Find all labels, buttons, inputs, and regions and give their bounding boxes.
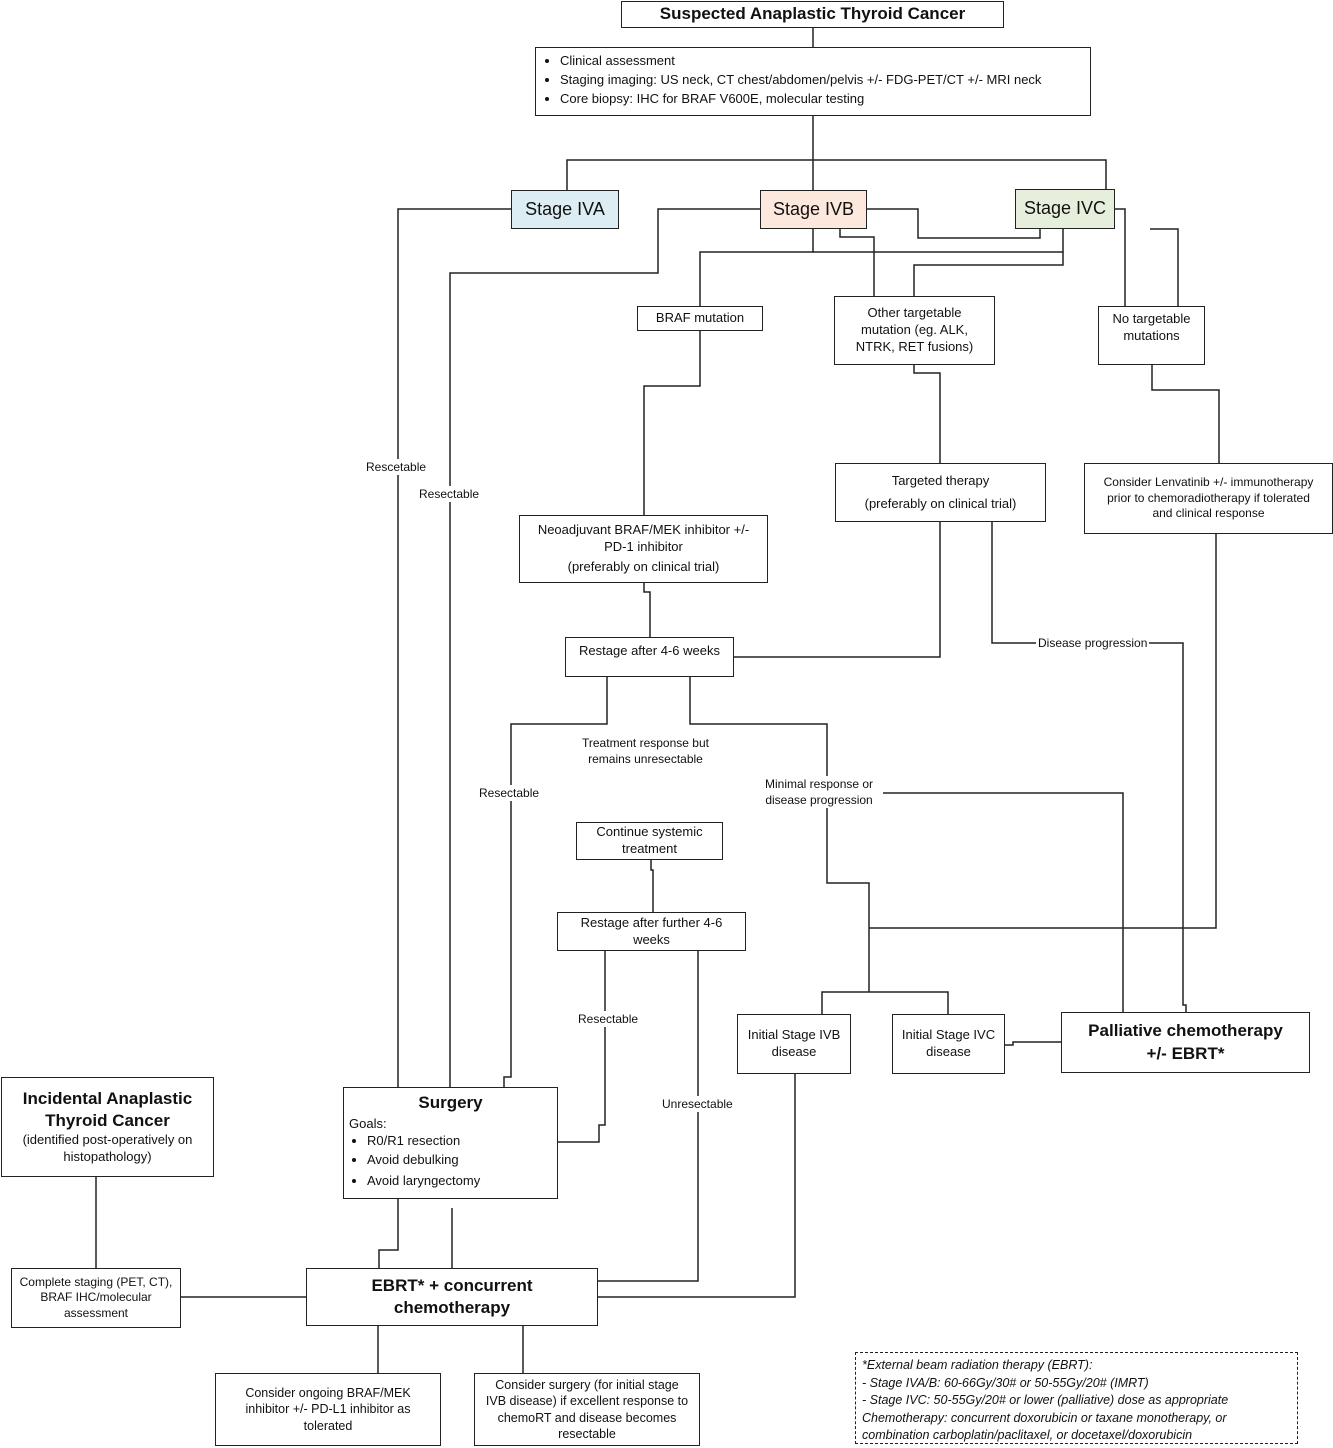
neoadjuvant-line: PD-1 inhibitor <box>604 538 683 554</box>
label-resectable-restage: Resectable <box>477 785 542 802</box>
lenvatinib-line: and clinical response <box>1152 506 1265 521</box>
consider-surgery-line: chemoRT and disease becomes <box>497 1410 677 1425</box>
restage-box: Restage after 4-6 weeks <box>565 637 734 677</box>
ebrt-box: EBRT* + concurrent chemotherapy <box>306 1268 598 1326</box>
incidental-subtitle-line: (identified post-operatively on <box>22 1132 193 1148</box>
braf-mutation-box: BRAF mutation <box>637 306 763 331</box>
label-minimal-response: Minimal response or disease progression <box>763 776 876 809</box>
surgery-goals-label: Goals: <box>349 1116 387 1132</box>
palliative-line: Palliative chemotherapy <box>1088 1021 1283 1041</box>
label-disease-progression: Disease progression <box>1036 635 1150 652</box>
no-mutation-line: No targetable <box>1112 311 1191 326</box>
no-mutation-line: mutations <box>1123 327 1180 343</box>
footnote-line: *External beam radiation therapy (EBRT): <box>862 1358 1093 1372</box>
continue-treatment-box: Continue systemic treatment <box>576 822 723 860</box>
initial-ivc-line: disease <box>926 1044 971 1059</box>
complete-staging-line: Complete staging (PET, CT), <box>19 1274 173 1289</box>
assessment-box: Clinical assessment Staging imaging: US … <box>535 47 1091 116</box>
incidental-title-line: Thyroid Cancer <box>45 1111 170 1131</box>
incidental-box: Incidental Anaplastic Thyroid Cancer (id… <box>1 1077 214 1177</box>
label-minimal-response-line: disease progression <box>765 793 873 808</box>
other-mutation-box: Other targetable mutation (eg. ALK, NTRK… <box>834 296 995 365</box>
continue-treatment-line: treatment <box>622 841 677 856</box>
consider-braf-line: inhibitor +/- PD-L1 inhibitor as <box>245 1402 411 1417</box>
restage-further-box: Restage after further 4-6 weeks <box>557 912 746 951</box>
stage-ivb-label: Stage IVB <box>772 198 855 219</box>
neoadjuvant-line: Neoadjuvant BRAF/MEK inhibitor +/- <box>537 521 750 537</box>
label-response-unresectable-line: Treatment response but <box>582 736 709 750</box>
complete-staging-line: assessment <box>63 1305 129 1320</box>
consider-braf-box: Consider ongoing BRAF/MEK inhibitor +/- … <box>215 1373 441 1446</box>
initial-ivb-line: Initial Stage IVB <box>747 1027 841 1043</box>
stage-ivb-box: Stage IVB <box>760 190 867 229</box>
footnote-box: *External beam radiation therapy (EBRT):… <box>855 1352 1298 1444</box>
palliative-line: +/- EBRT* <box>1146 1043 1225 1063</box>
initial-ivb-box: Initial Stage IVB disease <box>737 1014 851 1074</box>
lenvatinib-line: prior to chemoradiotherapy if tolerated <box>1107 490 1310 505</box>
assessment-item: Core biopsy: IHC for BRAF V600E, molecul… <box>560 91 1086 108</box>
footnote-line: Chemotherapy: concurrent doxorubicin or … <box>862 1410 1227 1425</box>
other-mutation-line: Other targetable <box>867 305 962 321</box>
ebrt-line: chemotherapy <box>393 1298 511 1317</box>
neoadjuvant-line: (preferably on clinical trial) <box>567 559 720 575</box>
restage-label: Restage after 4-6 weeks <box>579 643 720 658</box>
initial-ivc-line: Initial Stage IVC <box>901 1027 996 1043</box>
continue-treatment-line: Continue systemic <box>596 824 703 840</box>
ebrt-line: EBRT* + concurrent <box>371 1275 533 1295</box>
surgery-box: Surgery Goals: R0/R1 resection Avoid deb… <box>343 1087 558 1199</box>
assessment-list: Clinical assessment Staging imaging: US … <box>540 53 1086 110</box>
braf-mutation-label: BRAF mutation <box>655 310 745 326</box>
palliative-box: Palliative chemotherapy +/- EBRT* <box>1061 1012 1310 1073</box>
targeted-therapy-line: (preferably on clinical trial) <box>864 495 1017 511</box>
targeted-therapy-line: Targeted therapy <box>891 472 990 488</box>
surgery-goal: Avoid debulking <box>367 1152 552 1169</box>
label-minimal-response-line: Minimal response or <box>765 777 874 791</box>
stage-iva-label: Stage IVA <box>525 198 605 219</box>
surgery-goal: Avoid laryngectomy <box>367 1173 552 1190</box>
other-mutation-line: NTRK, RET fusions) <box>855 338 974 354</box>
title-text: Suspected Anaplastic Thyroid Cancer <box>659 4 966 24</box>
footnote-line: - Stage IVC: 50-55Gy/20# or lower (palli… <box>862 1393 1229 1407</box>
footnote-line: combination carboplatin/paclitaxel, or d… <box>862 1428 1193 1442</box>
restage-further-line: weeks <box>633 931 670 947</box>
label-response-unresectable-line: remains unresectable <box>588 752 703 767</box>
other-mutation-line: mutation (eg. ALK, <box>861 322 968 338</box>
stage-ivc-box: Stage IVC <box>1015 189 1115 229</box>
consider-braf-line: tolerated <box>303 1418 353 1433</box>
incidental-subtitle-line: histopathology) <box>63 1149 152 1165</box>
lenvatinib-line: Consider Lenvatinib +/- immunotherapy <box>1103 475 1314 490</box>
label-unresectable: Unresectable <box>660 1096 735 1113</box>
stage-ivc-label: Stage IVC <box>1023 198 1107 219</box>
label-resectable-iva: Rescetable <box>364 459 429 476</box>
label-resectable-further: Resectable <box>576 1011 641 1028</box>
consider-surgery-line: IVB disease) if excellent response to <box>485 1394 689 1409</box>
restage-further-line: Restage after further 4-6 <box>580 914 723 930</box>
label-resectable-ivb: Resectable <box>417 486 482 503</box>
consider-surgery-line: resectable <box>558 1426 616 1441</box>
initial-ivc-box: Initial Stage IVC disease <box>892 1014 1005 1074</box>
assessment-item: Clinical assessment <box>560 53 1086 70</box>
incidental-title-line: Incidental Anaplastic <box>22 1089 193 1109</box>
footnote-line: - Stage IVA/B: 60-66Gy/30# or 50-55Gy/20… <box>862 1375 1149 1390</box>
consider-surgery-box: Consider surgery (for initial stage IVB … <box>474 1373 700 1446</box>
complete-staging-box: Complete staging (PET, CT), BRAF IHC/mol… <box>11 1268 181 1328</box>
lenvatinib-box: Consider Lenvatinib +/- immunotherapy pr… <box>1084 463 1333 534</box>
stage-iva-box: Stage IVA <box>511 190 619 229</box>
title-box: Suspected Anaplastic Thyroid Cancer <box>621 1 1004 28</box>
initial-ivb-line: disease <box>771 1044 817 1059</box>
surgery-title: Surgery <box>418 1093 483 1112</box>
consider-surgery-line: Consider surgery (for initial stage <box>495 1378 679 1392</box>
complete-staging-line: BRAF IHC/molecular <box>40 1290 152 1305</box>
assessment-item: Staging imaging: US neck, CT chest/abdom… <box>560 72 1086 89</box>
surgery-goal: R0/R1 resection <box>367 1133 552 1150</box>
label-response-unresectable: Treatment response but remains unresecta… <box>580 735 711 767</box>
targeted-therapy-box: Targeted therapy (preferably on clinical… <box>835 463 1046 522</box>
no-mutation-box: No targetable mutations <box>1098 306 1205 365</box>
consider-braf-line: Consider ongoing BRAF/MEK <box>245 1386 411 1401</box>
neoadjuvant-box: Neoadjuvant BRAF/MEK inhibitor +/- PD-1 … <box>519 515 768 583</box>
surgery-goals-list: R0/R1 resection Avoid debulking Avoid la… <box>349 1133 552 1192</box>
